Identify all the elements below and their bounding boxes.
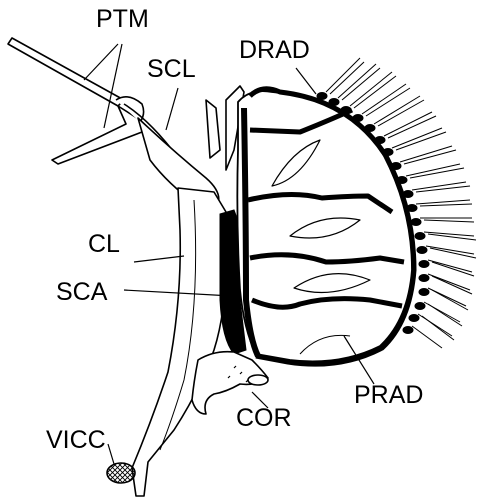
label-scl: SCL: [147, 55, 196, 83]
radial-plate: [237, 89, 414, 364]
vicc-structure: [107, 463, 135, 483]
vicc-leader: [108, 444, 114, 464]
label-cl: CL: [88, 230, 120, 258]
label-drad: DRAD: [239, 36, 310, 64]
label-ptm: PTM: [96, 5, 149, 33]
label-sca: SCA: [56, 278, 108, 306]
label-cor: COR: [236, 404, 292, 432]
label-vicc: VICC: [46, 426, 106, 454]
scl-leader: [166, 88, 178, 130]
label-prad: PRAD: [354, 381, 423, 409]
drad-leader: [296, 68, 316, 94]
ptm-leader-1: [84, 44, 118, 80]
cl-leader: [134, 256, 184, 262]
